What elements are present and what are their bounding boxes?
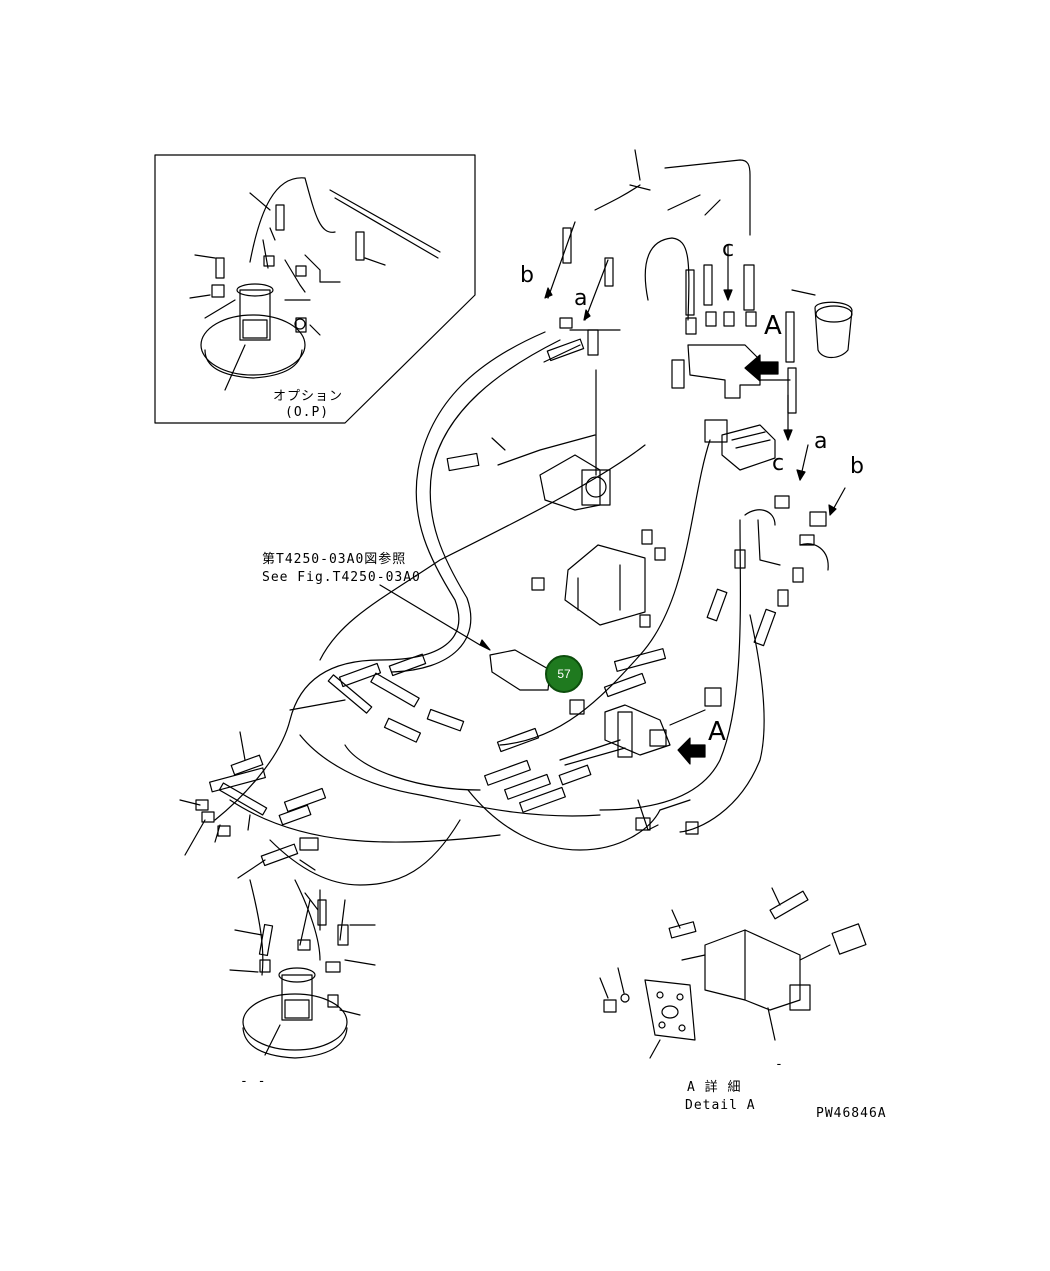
reference-en: See Fig.T4250-03A0	[262, 570, 421, 585]
marker-A-mid: A	[708, 717, 726, 747]
marker-b-right: b	[850, 454, 864, 479]
lower-swivel	[179, 699, 376, 1059]
marker-c-top: c	[722, 237, 735, 262]
inset-caption-jp: オプション	[273, 389, 344, 404]
detail-caption-en: Detail A	[685, 1098, 756, 1113]
detail-a-drawing	[599, 887, 867, 1059]
part-callout-badge[interactable]: 57	[545, 655, 583, 693]
detail-caption-jp: A 詳 細	[687, 1080, 742, 1095]
reference-leader	[379, 584, 481, 646]
inset-caption-en: (O.P)	[285, 405, 330, 420]
part-callout-number: 57	[557, 667, 571, 681]
stray-mark-detail: -	[775, 1057, 784, 1072]
hatched-arrow-icon-mid	[677, 737, 706, 765]
marker-b-top: b	[520, 263, 534, 288]
upper-hoses	[446, 149, 853, 647]
center-fittings	[327, 648, 722, 835]
option-inset	[154, 154, 476, 424]
drawing-number: PW46846A	[816, 1106, 887, 1121]
marker-c-right: c	[772, 451, 785, 476]
marker-A-top: A	[764, 311, 782, 341]
marker-a-top: a	[574, 286, 588, 311]
marker-a-right: a	[814, 429, 828, 454]
reference-jp: 第T4250-03A0図参照	[262, 552, 407, 567]
stray-mark-bottom-left: - -	[240, 1074, 267, 1089]
hatched-arrow-icon-top	[744, 354, 779, 382]
reference-arrowhead	[479, 639, 491, 651]
main-hoses	[214, 331, 765, 976]
